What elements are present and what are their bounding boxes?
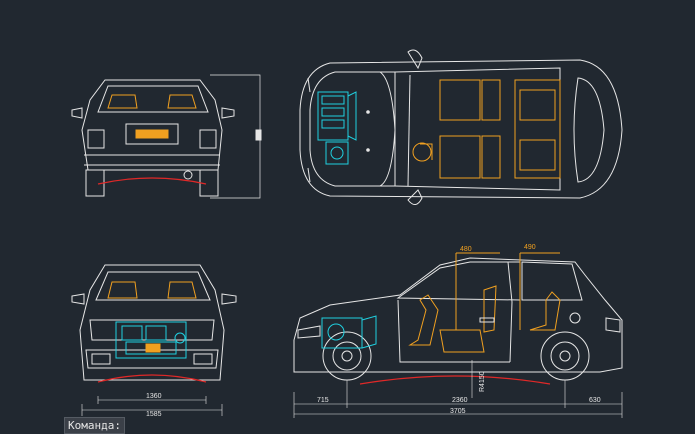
dim-radius: R4150 [479,371,486,392]
top-view [299,49,623,205]
dim-rear-overhang: 630 [589,397,601,404]
dim-rear-track: 1360 [146,393,162,400]
dim-rear-width: 1585 [146,411,162,418]
dim-overall-length: 3705 [450,408,466,415]
dim-seat-a: 480 [460,246,472,253]
command-input[interactable] [126,417,326,432]
dim-front-overhang: 715 [317,397,329,404]
command-prompt: Команда: [64,417,125,434]
dim-wheelbase: 2360 [452,397,468,404]
side-view [293,252,623,418]
dim-seat-b: 490 [524,244,536,251]
front-view [71,264,237,416]
rear-view [71,74,262,199]
